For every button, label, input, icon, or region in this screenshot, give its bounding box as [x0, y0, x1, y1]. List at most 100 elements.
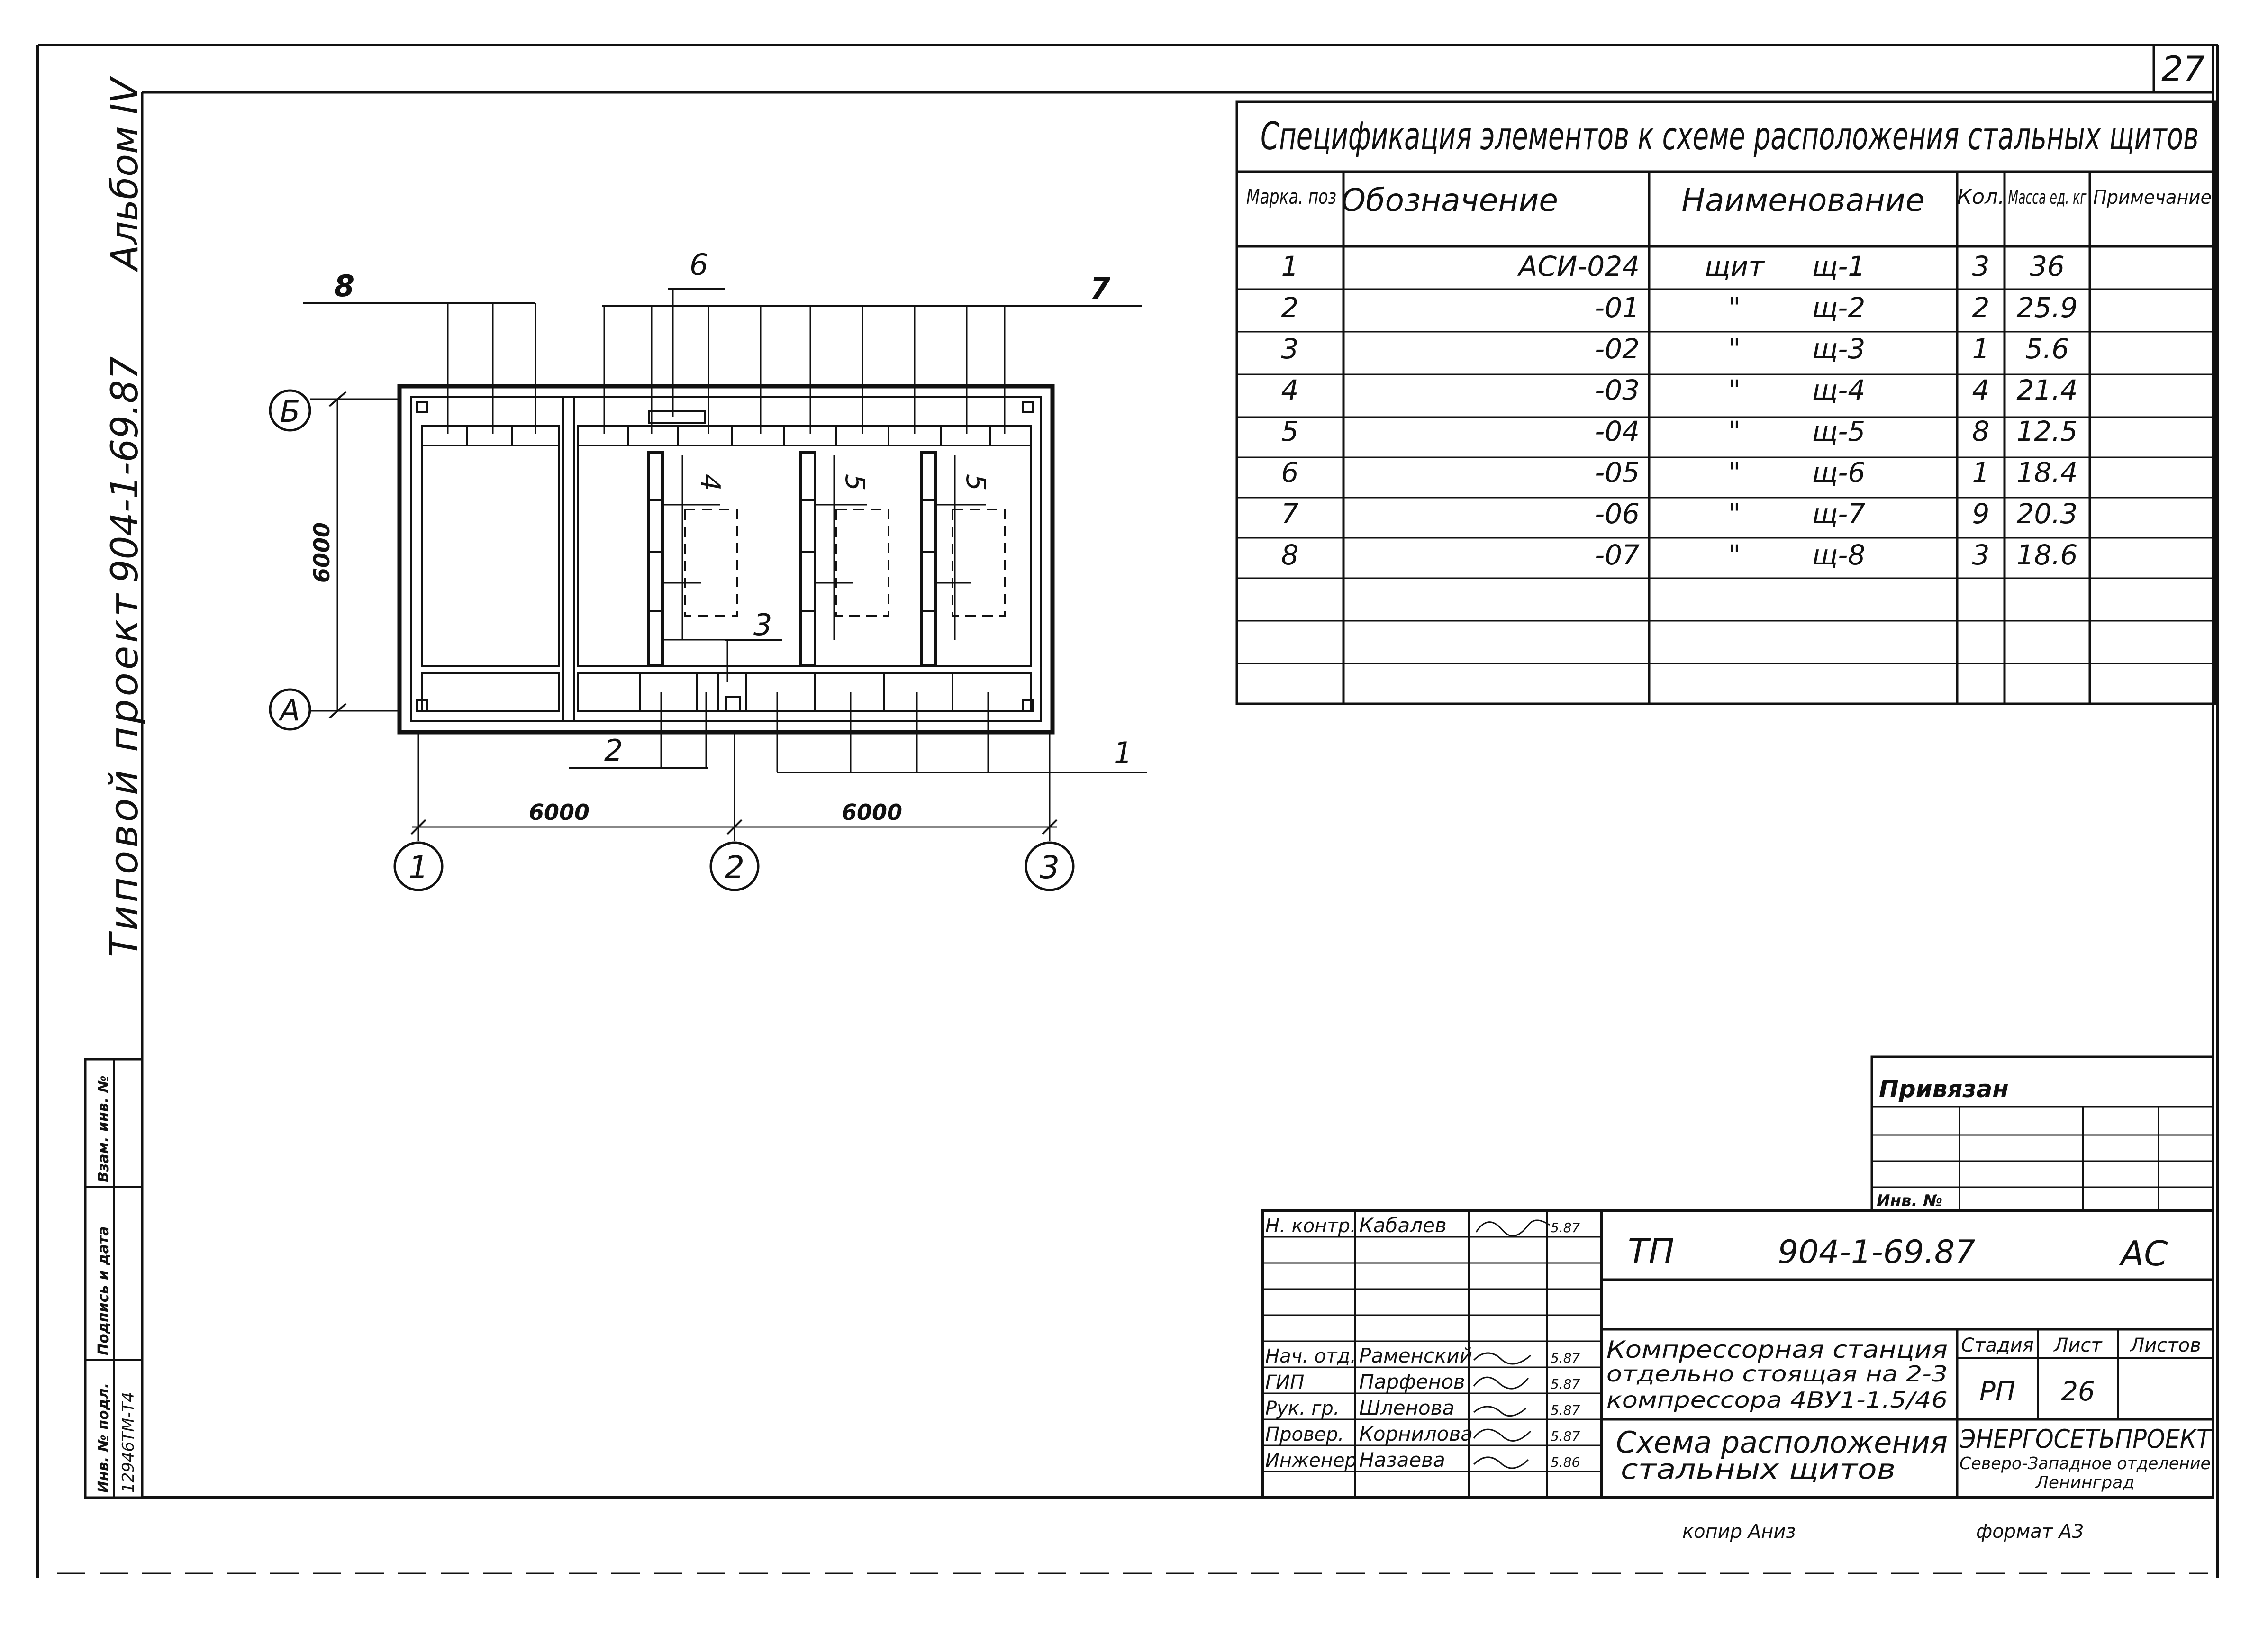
axis-label-1: 1 — [408, 849, 428, 886]
spec-row-name-prefix: " — [1728, 539, 1741, 571]
sheet-frame — [36, 44, 2219, 1578]
stamp-role: ГИП — [1265, 1372, 1304, 1393]
stamp-mark: АС — [2119, 1234, 2168, 1273]
callout-5a: 5 — [839, 474, 870, 491]
spec-row-designation: -07 — [1595, 539, 1640, 571]
org-city: Ленинград — [2035, 1473, 2134, 1492]
stamp-name: Корнилова — [1359, 1422, 1473, 1445]
stamp-role: Рук. гр. — [1265, 1398, 1340, 1419]
spec-row-mark: 8 — [1281, 539, 1299, 571]
sheets-label: Листов — [2129, 1335, 2201, 1356]
org-name: ЭНЕРГОСЕТЬПРОЕКТ — [1959, 1424, 2213, 1454]
stamp-code: ТП — [1628, 1231, 1674, 1271]
spec-row-name-prefix: " — [1728, 291, 1741, 324]
spec-row-mass: 21.4 — [2016, 374, 2077, 406]
spec-row-designation: -04 — [1595, 415, 1640, 447]
spec-row-name: щ-7 — [1812, 498, 1866, 530]
stamp-name: Назаева — [1359, 1448, 1445, 1472]
spec-header-designation: Обозначение — [1341, 182, 1558, 218]
left-stamp — [84, 1058, 144, 1499]
format-label: формат А3 — [1976, 1521, 2084, 1543]
stamp-header-signature: Подпись и дата — [95, 1226, 112, 1355]
stamp-date: 5.87 — [1551, 1428, 1580, 1444]
spec-row-mass: 5.6 — [2025, 333, 2069, 365]
album-label: Альбом IV — [104, 76, 146, 273]
stamp-inventory-number: 12946ТМ-Т4 — [119, 1392, 138, 1493]
spec-row-mass: 20.3 — [2016, 498, 2077, 530]
object-title-line3: компрессора 4ВУ1-1.5/46 — [1606, 1387, 1948, 1413]
inventory-label: Инв. № — [1877, 1191, 1942, 1210]
stamp-header-inventory: Инв. № подл. — [95, 1383, 112, 1493]
spec-row-name-prefix: " — [1728, 333, 1741, 365]
spec-row-mark: 6 — [1281, 456, 1299, 489]
attached-label: Привязан — [1879, 1075, 2009, 1103]
stamp-role: Н. контр. — [1265, 1215, 1356, 1237]
spec-row-qty: 1 — [1972, 456, 1990, 489]
stamp-number: 904-1-69.87 — [1778, 1234, 1976, 1271]
stamp-name: Парфенов — [1359, 1370, 1465, 1393]
spec-row-name: щ-8 — [1812, 539, 1865, 571]
callout-5b: 5 — [960, 474, 991, 491]
spec-row-qty: 3 — [1972, 539, 1990, 571]
spec-row-name: щ-5 — [1812, 415, 1865, 447]
stamp-role: Провер. — [1265, 1424, 1344, 1445]
spec-row-designation: -02 — [1595, 333, 1640, 365]
spec-row-name-prefix: " — [1728, 498, 1741, 530]
spec-row-mark: 3 — [1281, 333, 1299, 365]
spec-row-name: щ-2 — [1812, 291, 1865, 324]
spec-row-qty: 2 — [1972, 291, 1990, 324]
drawing-title-line1: Схема расположения — [1616, 1425, 1948, 1460]
org-branch: Северо-Западное отделение — [1960, 1454, 2211, 1473]
project-number-vertical: 904-1-69.87 — [104, 356, 146, 583]
spec-row-name: щ-4 — [1812, 374, 1865, 406]
stamp-date: 5.87 — [1551, 1350, 1580, 1366]
spec-row-mark: 1 — [1281, 250, 1299, 282]
dimension-left: 6000 — [529, 799, 590, 825]
spec-row-designation: -05 — [1595, 456, 1640, 489]
spec-header-name: Наименование — [1682, 182, 1925, 218]
stage-value: РП — [1979, 1376, 2015, 1407]
spec-header-mark: Марка. поз — [1246, 185, 1336, 209]
spec-header-mass: Масса ед. кг — [2008, 187, 2087, 209]
title-block-grid — [1261, 1055, 2214, 1499]
drawing-title-line2: стальных щитов — [1621, 1453, 1896, 1485]
object-title-line2: отдельно стоящая на 2-3 — [1606, 1361, 1948, 1387]
stamp-role: Нач. отд. — [1265, 1345, 1356, 1367]
stamp-date: 5.87 — [1551, 1220, 1580, 1235]
dimension-right: 6000 — [842, 799, 902, 825]
callout-4: 4 — [695, 474, 726, 491]
stamp-date: 5.86 — [1551, 1454, 1580, 1470]
stage-label: Стадия — [1961, 1335, 2033, 1356]
sheet-label: Лист — [2053, 1335, 2103, 1356]
callout-1: 1 — [1114, 736, 1132, 770]
spec-row-mass: 36 — [2030, 250, 2065, 282]
object-title-line1: Компрессорная станция — [1606, 1336, 1948, 1363]
spec-row-name: щ-6 — [1812, 456, 1865, 489]
axis-label-A: А — [278, 693, 300, 727]
spec-row-mass: 18.4 — [2016, 456, 2077, 489]
callout-8: 8 — [334, 269, 354, 303]
spec-row-mass: 18.6 — [2016, 539, 2077, 571]
stamp-date: 5.87 — [1551, 1402, 1580, 1418]
floor-plan — [269, 288, 1147, 891]
spec-row-designation: -06 — [1595, 498, 1640, 530]
spec-row-designation: -03 — [1595, 374, 1640, 406]
spec-row-name-prefix: щит — [1705, 250, 1765, 282]
stamp-name: Раменский — [1359, 1344, 1472, 1367]
callout-2: 2 — [604, 733, 623, 768]
axis-label-B: Б — [280, 394, 300, 429]
project-type-label: Типовой проект — [102, 591, 147, 957]
spec-row-designation: АСИ-024 — [1517, 250, 1640, 282]
dimension-vertical: 6000 — [309, 522, 335, 583]
spec-header-note: Примечание — [2093, 187, 2212, 209]
spec-header-qty: Кол. — [1957, 185, 2005, 209]
sheet-value: 26 — [2061, 1376, 2095, 1407]
spec-row-qty: 9 — [1972, 498, 1990, 530]
copied-by: копир Аниз — [1682, 1521, 1796, 1543]
spec-title: Спецификация элементов к схеме расположе… — [1261, 114, 2199, 158]
spec-row-mark: 7 — [1281, 498, 1299, 530]
spec-row-mark: 2 — [1281, 291, 1299, 324]
sheet-number: 27 — [2161, 49, 2205, 89]
